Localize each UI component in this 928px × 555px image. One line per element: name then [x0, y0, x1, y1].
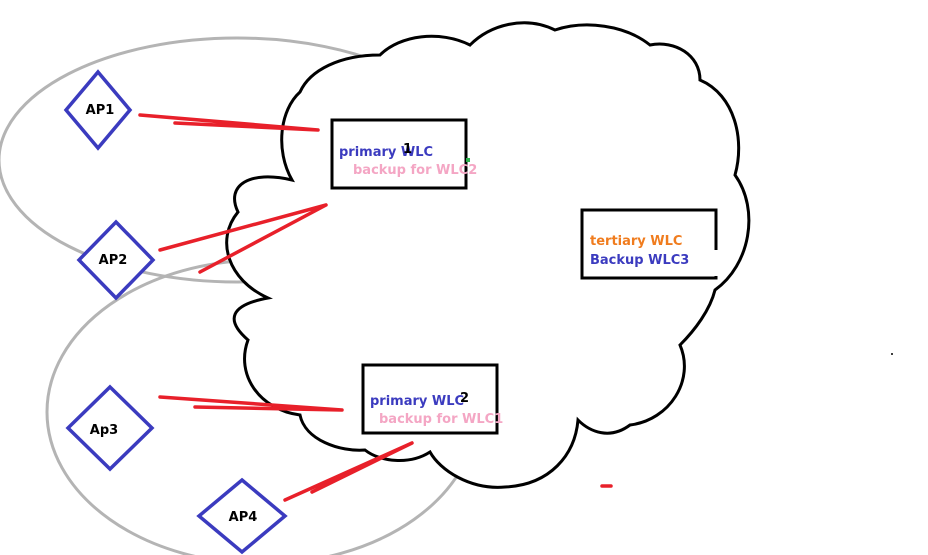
wlc3-box: tertiary WLC Backup WLC3	[580, 208, 720, 280]
link-ap1-wlc1	[138, 113, 320, 132]
link-ap3-wlc2	[158, 395, 344, 412]
ap-label: AP1	[86, 103, 115, 118]
wlc2-backup: backup for WLC1	[379, 412, 503, 427]
wlc2-index: 2	[460, 391, 469, 406]
wlc1-box: primary WLC 1 backup for WLC2	[330, 118, 477, 190]
green-dot	[466, 158, 470, 162]
access-point-ap4: AP4	[196, 477, 288, 555]
access-point-ap3: Ap3	[65, 384, 155, 472]
wlc1-backup: backup for WLC2	[353, 163, 477, 178]
ap-label: AP2	[99, 253, 128, 268]
link-ap4-wlc2	[283, 441, 414, 502]
wlc2-box: primary WLC 2 backup for WLC1	[361, 363, 503, 435]
wlc3-role: tertiary WLC	[590, 234, 682, 249]
link-ap2-wlc1	[158, 203, 328, 274]
wlc2-role: primary WLC	[370, 394, 464, 409]
wlc1-role: primary WLC	[339, 145, 433, 160]
access-point-ap2: AP2	[76, 219, 156, 301]
ap-label: Ap3	[90, 423, 118, 438]
ap-label: AP4	[229, 510, 258, 525]
wlc3-backup: Backup WLC3	[590, 253, 689, 268]
wlc1-index: 1	[403, 142, 412, 157]
access-point-ap1: AP1	[63, 69, 133, 151]
links	[138, 113, 613, 502]
stray-dot	[891, 353, 893, 355]
